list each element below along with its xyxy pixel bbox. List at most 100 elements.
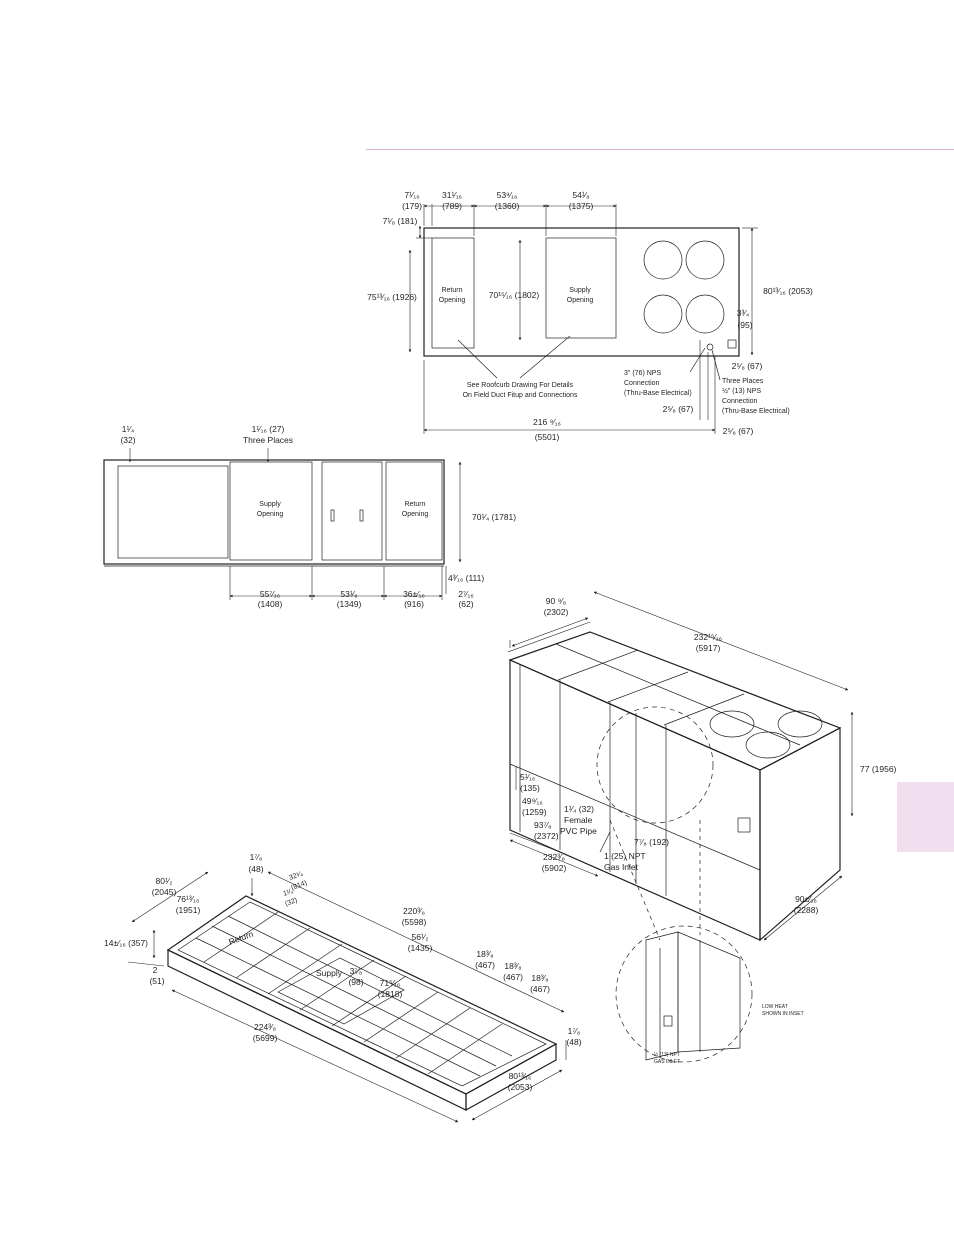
dim-label: 93⁷⁄₈ <box>534 820 552 830</box>
dim-label: (5902) <box>542 863 567 873</box>
dim-label: (2053) <box>508 1082 533 1092</box>
dim-label: (814) <box>290 880 308 892</box>
dim-label: (5501) <box>535 432 560 442</box>
dim-label: 1¹⁄₄ (32) <box>564 804 594 814</box>
curb-supply-label: Supply <box>316 968 343 978</box>
opening-label: Opening <box>402 511 429 518</box>
inset-note: GAS INLET <box>654 1059 680 1065</box>
dim-label: 2⁵⁄₈ (67) <box>732 361 763 371</box>
dim-label: 76¹³⁄₁₆ <box>177 894 200 904</box>
dim-label: (2045) <box>152 887 177 897</box>
inset-note: LOW HEAT <box>762 1004 788 1010</box>
dim-label: (916) <box>404 599 424 609</box>
dim-label: 216 ⁹⁄₁₆ <box>533 417 561 427</box>
inset-note: ½ (13) NPT <box>654 1051 680 1058</box>
dim-label: (48) <box>566 1037 581 1047</box>
plan-note: See Roofcurb Drawing For Details <box>467 382 574 389</box>
plan-return-opening <box>431 237 475 349</box>
dim-label: (2288) <box>794 905 819 915</box>
dim-label: (95) <box>737 320 752 330</box>
dim-label: 90 ⁹⁄₈ <box>546 596 567 606</box>
opening-label: Return <box>404 501 425 508</box>
dim-label: (51) <box>149 976 164 986</box>
plan-view: 7¹⁄₁₆ (179) 7¹⁄₈ (181) 31¹⁄₁₆ (789) 53⁹⁄… <box>367 190 813 442</box>
dim-label: (467) <box>530 984 550 994</box>
dim-label: 53⁹⁄₁₆ <box>497 190 518 200</box>
opening-label: Supply <box>259 501 281 508</box>
dim-label: (5699) <box>253 1033 278 1043</box>
plan-note: Connection <box>722 398 758 405</box>
dim-label: (467) <box>475 960 495 970</box>
dim-label: (1818) <box>378 989 403 999</box>
dim-label: 7⁷⁄₈ (192) <box>634 837 669 847</box>
dim-label: 1⁷⁄₈ <box>568 1026 581 1036</box>
dim-label: (1408) <box>258 599 283 609</box>
dim-label: (135) <box>520 783 540 793</box>
plan-note: (Thru-Base Electrical) <box>722 408 790 415</box>
plan-note: Connection <box>624 380 660 387</box>
dim-label: 3³⁄₄ <box>737 308 750 318</box>
side-access-panel <box>321 461 383 561</box>
dim-label: 232³⁄₈ <box>543 852 565 862</box>
dim-label: (1349) <box>337 599 362 609</box>
dim-label: 4³⁄₁₆ (111) <box>448 573 484 583</box>
dim-label: 1¹⁄₁₆ (27) <box>252 424 285 434</box>
dim-label: 3⁷⁄₈ <box>350 966 363 976</box>
dim-label: 18³⁄₈ <box>476 949 494 959</box>
dim-label: 1¹⁄₄ <box>122 424 135 434</box>
dim-label: 2 <box>153 965 158 975</box>
dim-label: (179) <box>402 201 422 211</box>
fan-circle <box>643 240 683 280</box>
dim-label: Gas Inlet <box>604 862 639 872</box>
fan-circle <box>685 294 725 334</box>
side-view: Supply Opening Return Opening 1¹⁄₄ (32) … <box>103 424 516 609</box>
isometric-unit: 90 ⁹⁄₈ (2302) 232¹⁵⁄₁₆ (5917) 77 (1956) … <box>507 591 897 942</box>
opening-label: Return <box>441 287 462 294</box>
dim-label: 232¹⁵⁄₁₆ <box>694 632 722 642</box>
side-panel <box>117 465 229 559</box>
roof-curb: Return Supply 1⁷⁄₈ (48) 80¹⁄₂ (2045) 76¹… <box>104 852 582 1123</box>
dim-label: 80¹⁄₂ <box>155 876 172 886</box>
dim-label: 2⁵⁄₈ (67) <box>663 404 694 414</box>
dim-label: 31¹⁄₁₆ <box>442 190 462 200</box>
dim-label: 7¹⁄₁₆ <box>404 190 419 200</box>
dim-label: (2372) <box>534 831 559 841</box>
dim-label: (62) <box>458 599 473 609</box>
dim-label: 1⁷⁄₈ <box>250 852 263 862</box>
detail-circle <box>596 706 714 824</box>
dim-label: 80¹³⁄₁₆ (2053) <box>763 286 813 296</box>
dim-label: (789) <box>442 201 462 211</box>
section-tab <box>897 782 954 852</box>
plan-note: Three Places <box>722 378 764 385</box>
dim-label: 14±⁄₁₆ (357) <box>104 938 148 948</box>
plan-note: 3" (76) NPS <box>624 370 661 377</box>
dim-label: 55⁷⁄₁₆ <box>260 589 280 599</box>
dim-label: 49⁹⁄₁₆ <box>522 796 543 806</box>
dim-label: 90±⁄₁₆ <box>795 894 817 904</box>
plan-note: ½" (13) NPS <box>722 387 761 395</box>
dim-label: (32) <box>120 435 135 445</box>
side-outline <box>103 459 445 565</box>
dim-label: Female <box>564 815 593 825</box>
opening-label: Opening <box>257 511 284 518</box>
plan-note: (Thru-Base Electrical) <box>624 390 692 397</box>
dim-label: (98) <box>348 977 363 987</box>
dim-label: 80¹³⁄₁₆ <box>509 1071 532 1081</box>
fan-circle <box>685 240 725 280</box>
electrical-connection <box>706 343 714 351</box>
dim-label: 77 (1956) <box>860 764 897 774</box>
dim-label: (5598) <box>402 917 427 927</box>
dim-label: 56¹⁄₂ <box>411 932 428 942</box>
dim-label: 18³⁄₈ <box>531 973 549 983</box>
dim-label: (48) <box>248 864 263 874</box>
dim-label: 224³⁄₈ <box>254 1022 276 1032</box>
dim-label: 54¹⁄₈ <box>572 190 590 200</box>
dim-label: 53¹⁄₈ <box>340 589 358 599</box>
fan-circle <box>709 710 755 738</box>
inset-note: SHOWN IN INSET <box>762 1011 804 1017</box>
dim-label: (5917) <box>696 643 721 653</box>
opening-label: Opening <box>567 297 594 304</box>
dim-label: 220³⁄₈ <box>403 906 425 916</box>
dim-label: 7¹⁄₈ (181) <box>383 216 418 226</box>
